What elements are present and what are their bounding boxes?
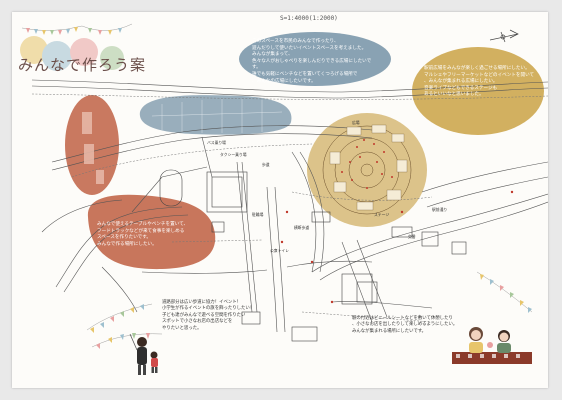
bunting-flags-bottom-right xyxy=(476,271,533,313)
map-label-police-box: 交番 xyxy=(408,234,416,239)
map-label-station-street: 駅前通り xyxy=(432,207,448,212)
bunting-flags-top xyxy=(21,23,133,35)
family-picnic-figure xyxy=(452,327,532,364)
plan-sheet: みんなで作ろう案 S=1:4000(1:2000) このスペースを市民のみんなで… xyxy=(12,12,548,388)
zone-blue-bubble xyxy=(239,32,391,86)
terracotta-bubble-text: みんなで使えるテーブルやベンチを置いて、 フードトラックなどが来て食事を楽しめる… xyxy=(97,222,189,247)
zone-blue-area xyxy=(139,95,292,135)
map-label-toilet: 公衆トイレ xyxy=(270,248,289,253)
compass-icon xyxy=(489,29,519,43)
zone-ochre-bubble xyxy=(412,47,544,135)
map-label-stage: ステージ xyxy=(374,212,390,217)
drawing-code: S=1:4000(1:2000) xyxy=(280,15,338,22)
site-plan-drawing xyxy=(20,23,548,375)
map-label-bicycle-parking: 駐輪場 xyxy=(252,212,264,217)
ochre-bubble-text: 駅前広場をみんなが楽しく過ごせる場所にしたい。 マルシェやフリーマーケットなどの… xyxy=(424,66,535,98)
bottom-left-note: 道路部分は広い歩道に協力！イベント！ 小学生が作るイベントの旗を飾ったりしたい！… xyxy=(162,300,255,331)
page-title: みんなで作ろう案 xyxy=(18,56,147,74)
zone-terracotta-bubble xyxy=(87,194,216,270)
map-label-plaza: 広場 xyxy=(352,120,360,125)
map-label-bus: バス乗り場 xyxy=(207,140,226,145)
bunting-flags-bottom-left xyxy=(86,303,163,349)
bottom-right-note: 駅の付近はビニールシートなどを敷いて休憩したり 、小さなお店を出したりして楽しめ… xyxy=(352,316,458,334)
blue-bubble-text: このスペースを市民のみんなで作ったり、 遊んだりして使いたいイベントスペースを考… xyxy=(252,39,372,84)
map-label-crosswalk: 横断歩道 xyxy=(294,225,310,230)
map-label-sidewalk: 歩道 xyxy=(262,162,270,167)
mother-child-figure xyxy=(129,333,158,375)
map-label-taxi: タクシー乗り場 xyxy=(220,152,247,157)
